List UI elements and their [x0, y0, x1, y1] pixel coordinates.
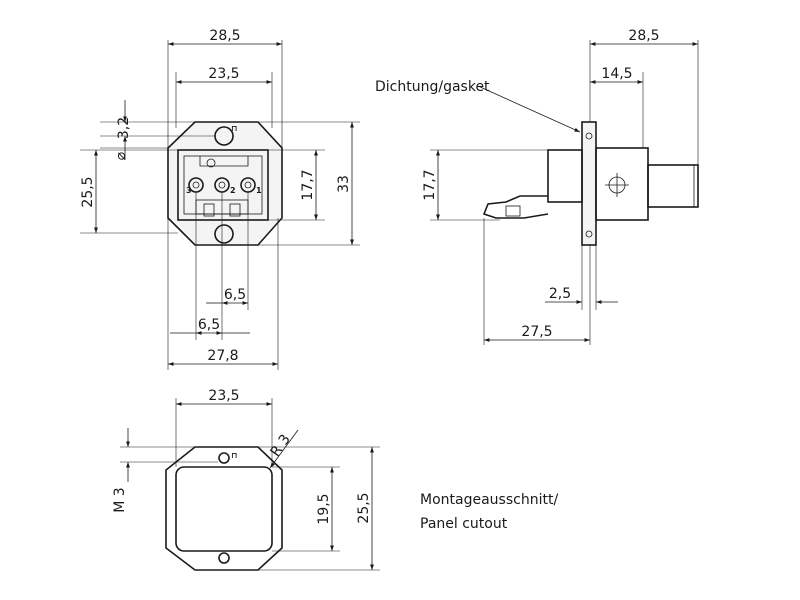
- side-flange: [581, 121, 597, 246]
- cutout-dim-thread: M 3: [112, 487, 128, 512]
- svg-text:⊓: ⊓: [231, 451, 237, 460]
- side-terminal: [482, 195, 549, 219]
- side-dim-total-depth: 28,5: [628, 28, 659, 44]
- cutout-label-line1: Montageausschnitt/: [420, 492, 558, 508]
- front-dim-pin-pitch-1: 6,5: [224, 287, 246, 303]
- front-dim-pin-pitch-2: 6,5: [198, 317, 220, 333]
- front-dim-total-height: 33: [336, 175, 352, 193]
- cutout-view: ⊓ 23,5 M 3 R 3 19,5 25,5 Montageausschni…: [112, 388, 558, 571]
- side-insert-body: [547, 149, 583, 203]
- cutout-bottom-hole: [218, 552, 230, 564]
- front-dim-hole-dia: 3,2: [116, 117, 132, 139]
- side-dim-height: 17,7: [422, 169, 438, 200]
- side-dim-flange: 2,5: [549, 286, 571, 302]
- front-dim-insert-height: 17,7: [300, 169, 316, 200]
- cutout-opening: [175, 466, 273, 552]
- gasket-label: Dichtung/gasket: [375, 79, 490, 95]
- front-insert-frame: [177, 149, 269, 221]
- side-view: 28,5 14,5 17,7 2,5 27,5 Dichtung/gasket: [375, 28, 699, 345]
- svg-text:⊓: ⊓: [231, 124, 237, 133]
- side-dim-rear-depth: 27,5: [521, 324, 552, 340]
- front-view: ⊓ 3 2 1: [80, 28, 360, 370]
- cutout-dim-opening-height: 19,5: [316, 493, 332, 524]
- cutout-dim-total-height: 25,5: [356, 492, 372, 523]
- cutout-label-line2: Panel cutout: [420, 516, 508, 532]
- front-dim-hole-spacing: 23,5: [208, 66, 239, 82]
- svg-text:⌀: ⌀: [113, 151, 129, 160]
- front-dim-width-outer: 28,5: [209, 28, 240, 44]
- front-pin-label-1: 1: [256, 186, 262, 195]
- front-dim-base-width: 27,8: [207, 348, 238, 364]
- cutout-dim-hole-spacing: 23,5: [208, 388, 239, 404]
- front-pin-label-2: 2: [230, 186, 236, 195]
- side-cylinder: [647, 164, 699, 208]
- side-dim-front-depth: 14,5: [601, 66, 632, 82]
- side-rear-body: [595, 147, 649, 221]
- front-bottom-mounting-hole: [214, 224, 234, 244]
- front-dim-height-left: 25,5: [80, 176, 96, 207]
- cutout-dim-radius: R 3: [268, 432, 294, 460]
- cutout-top-hole: [218, 452, 230, 464]
- front-pin-label-3: 3: [186, 186, 192, 195]
